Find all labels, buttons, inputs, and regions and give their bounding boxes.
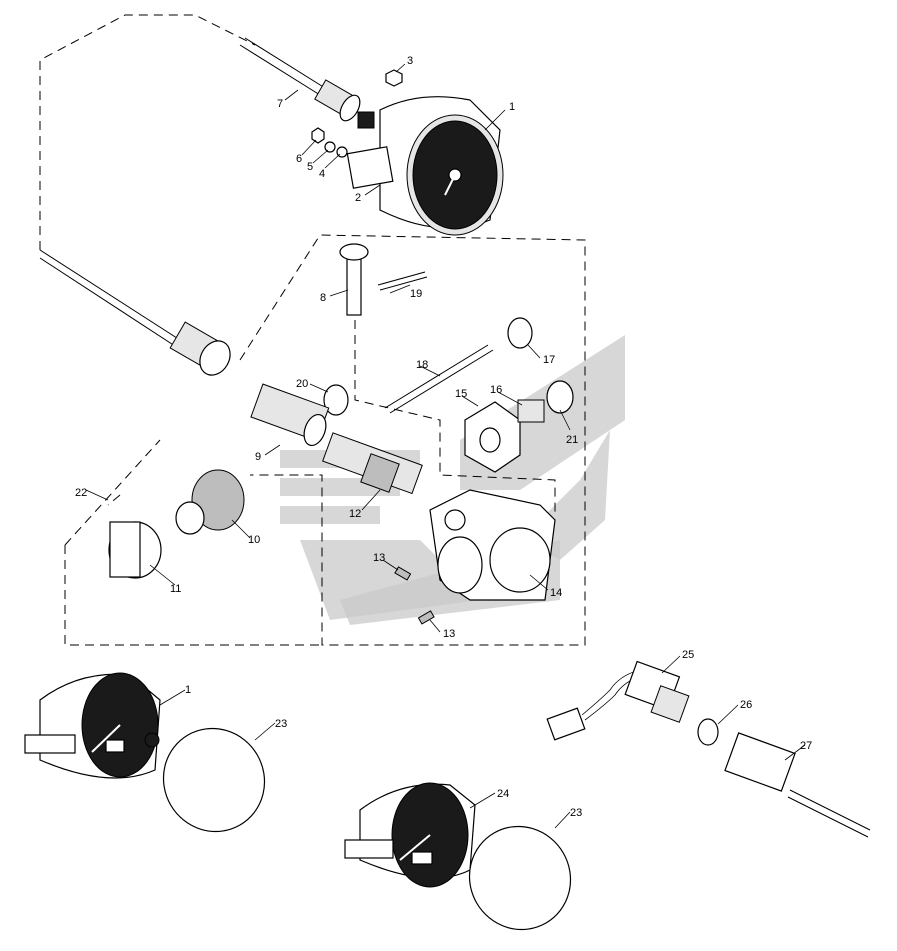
gasket-ring-left xyxy=(162,727,266,833)
callout-23-left: 23 xyxy=(275,718,287,730)
rod-and-rings xyxy=(323,317,574,416)
callout-27: 27 xyxy=(800,740,812,752)
speedometer-cable-lower xyxy=(39,249,231,376)
callout-22: 22 xyxy=(75,487,87,499)
callout-20: 20 xyxy=(296,378,308,390)
callout-24: 24 xyxy=(497,788,509,800)
callout-labels: 1 2 3 4 5 6 7 8 9 10 11 12 13 13 14 15 1… xyxy=(75,55,812,819)
speed-sensor-assembly xyxy=(546,660,871,838)
dashed-boundaries xyxy=(39,14,586,646)
leader-lines xyxy=(85,63,806,829)
small-screws xyxy=(394,566,435,625)
callout-21: 21 xyxy=(566,434,578,446)
callout-1-upper: 1 xyxy=(509,101,515,113)
callout-3: 3 xyxy=(407,55,413,67)
callout-10: 10 xyxy=(248,534,260,546)
worm-sleeve xyxy=(250,383,330,447)
speedometer-lower-left xyxy=(24,672,161,779)
callout-1-lower: 1 xyxy=(185,684,191,696)
callout-17: 17 xyxy=(543,354,555,366)
callout-19: 19 xyxy=(410,288,422,300)
gear-and-cap xyxy=(108,469,245,579)
callout-8: 8 xyxy=(320,292,326,304)
gasket-ring-right xyxy=(468,825,572,931)
callout-9: 9 xyxy=(255,451,261,463)
callout-2: 2 xyxy=(355,192,361,204)
callout-14: 14 xyxy=(550,587,562,599)
callout-15: 15 xyxy=(455,388,467,400)
callout-13-upper: 13 xyxy=(373,552,385,564)
hex-nut-and-fitting xyxy=(464,399,545,473)
callout-25: 25 xyxy=(682,649,694,661)
speedometer-cable-upper xyxy=(239,37,361,122)
callout-12: 12 xyxy=(349,508,361,520)
small-fasteners-upper xyxy=(311,69,403,158)
callout-18: 18 xyxy=(416,359,428,371)
speedometer-upper xyxy=(346,96,504,236)
pin-and-cotter xyxy=(339,243,428,316)
callout-4: 4 xyxy=(319,168,325,180)
callout-5: 5 xyxy=(307,161,313,173)
speedometer-lower-center xyxy=(344,782,476,888)
callout-6: 6 xyxy=(296,153,302,165)
gearbox-housing xyxy=(429,489,556,601)
gear-shaft xyxy=(322,432,423,495)
callout-26: 26 xyxy=(740,699,752,711)
callout-13-lower: 13 xyxy=(443,628,455,640)
callout-11: 11 xyxy=(170,583,181,595)
callout-16: 16 xyxy=(490,384,502,396)
callout-7: 7 xyxy=(277,98,283,110)
callout-23-right: 23 xyxy=(570,807,582,819)
